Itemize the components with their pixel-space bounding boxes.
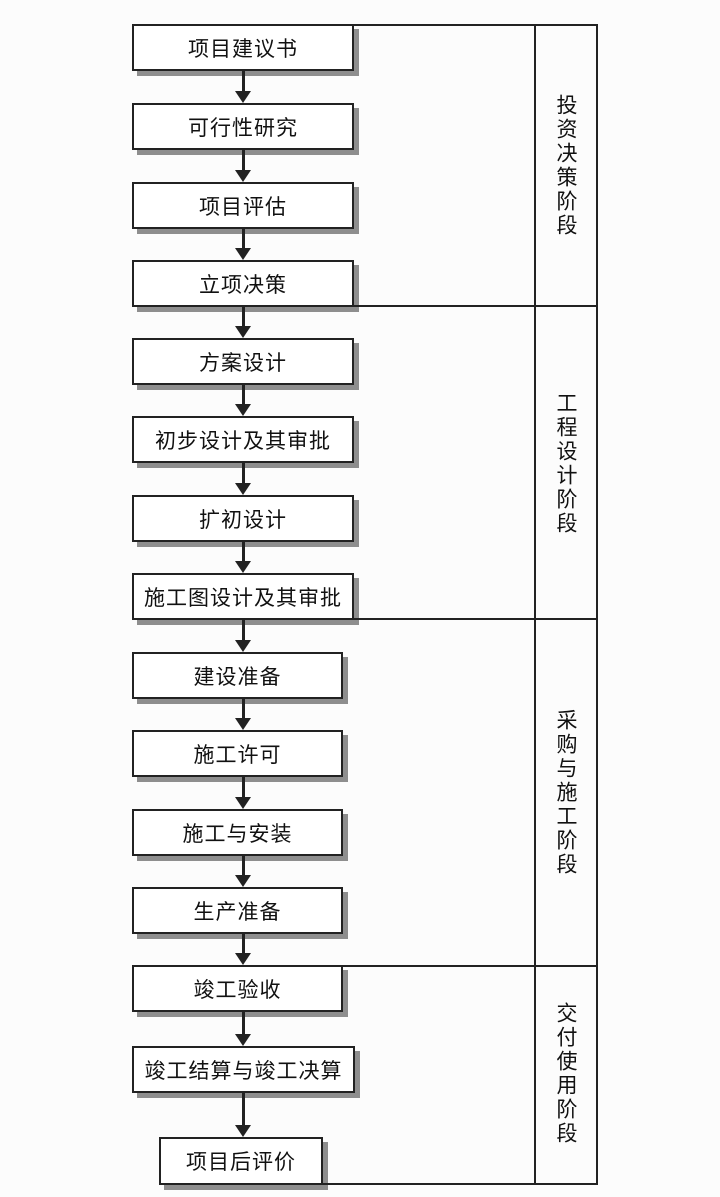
flow-step-box: 施工与安装 — [132, 809, 343, 856]
phase-label: 采购与施工阶段 — [554, 708, 578, 877]
arrow-head — [235, 1034, 251, 1046]
arrow-stem — [242, 307, 245, 327]
phase-column-left-border — [534, 24, 536, 1185]
flow-step-box: 竣工结算与竣工决算 — [132, 1046, 355, 1093]
arrow-stem — [242, 71, 245, 92]
arrow-stem — [242, 856, 245, 876]
arrow-head — [235, 483, 251, 495]
phase-section-handover-use: 交付使用阶段 — [534, 965, 598, 1183]
flow-step-label: 竣工结算与竣工决算 — [144, 1058, 343, 1083]
flow-step-label: 建设准备 — [193, 664, 282, 689]
flow-step-box: 项目评估 — [132, 182, 354, 229]
arrow-head — [235, 170, 251, 182]
arrow-head — [235, 875, 251, 887]
arrow-stem — [242, 150, 245, 171]
arrow-stem — [242, 699, 245, 719]
flow-step-label: 立项决策 — [199, 272, 287, 297]
arrow-stem — [242, 463, 245, 484]
phase-section-engineering-design: 工程设计阶段 — [534, 307, 598, 620]
down-arrow-icon — [235, 699, 252, 730]
flow-step-label: 扩初设计 — [199, 507, 287, 532]
down-arrow-icon — [235, 385, 252, 416]
phase-column-right-border — [596, 24, 598, 1185]
arrow-stem — [242, 934, 245, 954]
flow-step-box: 立项决策 — [132, 260, 354, 307]
flow-step-label: 项目后评价 — [186, 1150, 296, 1174]
arrow-head — [235, 797, 251, 809]
flow-step-label: 生产准备 — [193, 899, 282, 924]
arrow-head — [235, 91, 251, 103]
arrow-head — [235, 640, 251, 652]
section-divider-line — [353, 618, 598, 620]
down-arrow-icon — [235, 463, 252, 495]
flow-step-box: 竣工验收 — [132, 965, 343, 1012]
top-border-line — [353, 24, 598, 26]
flow-step-box: 项目建议书 — [132, 24, 354, 71]
flow-step-label: 项目建议书 — [188, 36, 298, 61]
down-arrow-icon — [235, 71, 252, 103]
flow-step-label: 施工许可 — [193, 742, 282, 767]
flow-step-box: 施工许可 — [132, 730, 343, 777]
flow-step-label: 项目评估 — [199, 194, 287, 219]
arrow-head — [235, 561, 251, 573]
phase-label: 工程设计阶段 — [554, 391, 578, 536]
arrow-stem — [242, 777, 245, 798]
section-divider-line — [342, 965, 598, 967]
phase-section-investment-decision: 投资决策阶段 — [534, 24, 598, 307]
arrow-head — [235, 404, 251, 416]
phase-label: 投资决策阶段 — [554, 93, 578, 238]
down-arrow-icon — [235, 620, 252, 652]
down-arrow-icon — [235, 934, 252, 965]
arrow-stem — [242, 385, 245, 405]
flow-step-box: 初步设计及其审批 — [132, 416, 354, 463]
flow-step-box: 建设准备 — [132, 652, 343, 699]
phase-section-procurement-construction: 采购与施工阶段 — [534, 620, 598, 965]
flow-step-box: 生产准备 — [132, 887, 343, 934]
arrow-stem — [242, 1093, 245, 1126]
flow-step-box: 可行性研究 — [132, 103, 354, 150]
down-arrow-icon — [235, 1012, 252, 1046]
arrow-head — [235, 1125, 251, 1137]
down-arrow-icon — [235, 229, 252, 260]
down-arrow-icon — [235, 856, 252, 887]
down-arrow-icon — [235, 150, 252, 182]
flow-step-box: 施工图设计及其审批 — [132, 573, 354, 620]
arrow-stem — [242, 620, 245, 641]
arrow-stem — [242, 229, 245, 249]
phase-label: 交付使用阶段 — [554, 1002, 578, 1146]
flow-step-label: 竣工验收 — [193, 977, 282, 1002]
flow-step-label: 施工与安装 — [182, 821, 293, 846]
down-arrow-icon — [235, 307, 252, 338]
flow-step-box: 方案设计 — [132, 338, 354, 385]
flow-step-box: 项目后评价 — [159, 1137, 323, 1185]
arrow-head — [235, 953, 251, 965]
down-arrow-icon — [235, 542, 252, 573]
arrow-stem — [242, 1012, 245, 1035]
down-arrow-icon — [235, 777, 252, 809]
flow-step-label: 方案设计 — [199, 350, 287, 375]
flow-step-label: 初步设计及其审批 — [155, 428, 331, 453]
flow-step-label: 施工图设计及其审批 — [144, 585, 342, 610]
section-divider-line — [353, 305, 598, 307]
arrow-head — [235, 718, 251, 730]
flow-step-label: 可行性研究 — [188, 115, 298, 140]
arrow-stem — [242, 542, 245, 562]
arrow-head — [235, 326, 251, 338]
arrow-head — [235, 248, 251, 260]
flow-step-box: 扩初设计 — [132, 495, 354, 542]
bottom-border-line — [321, 1183, 598, 1185]
down-arrow-icon — [235, 1093, 252, 1137]
